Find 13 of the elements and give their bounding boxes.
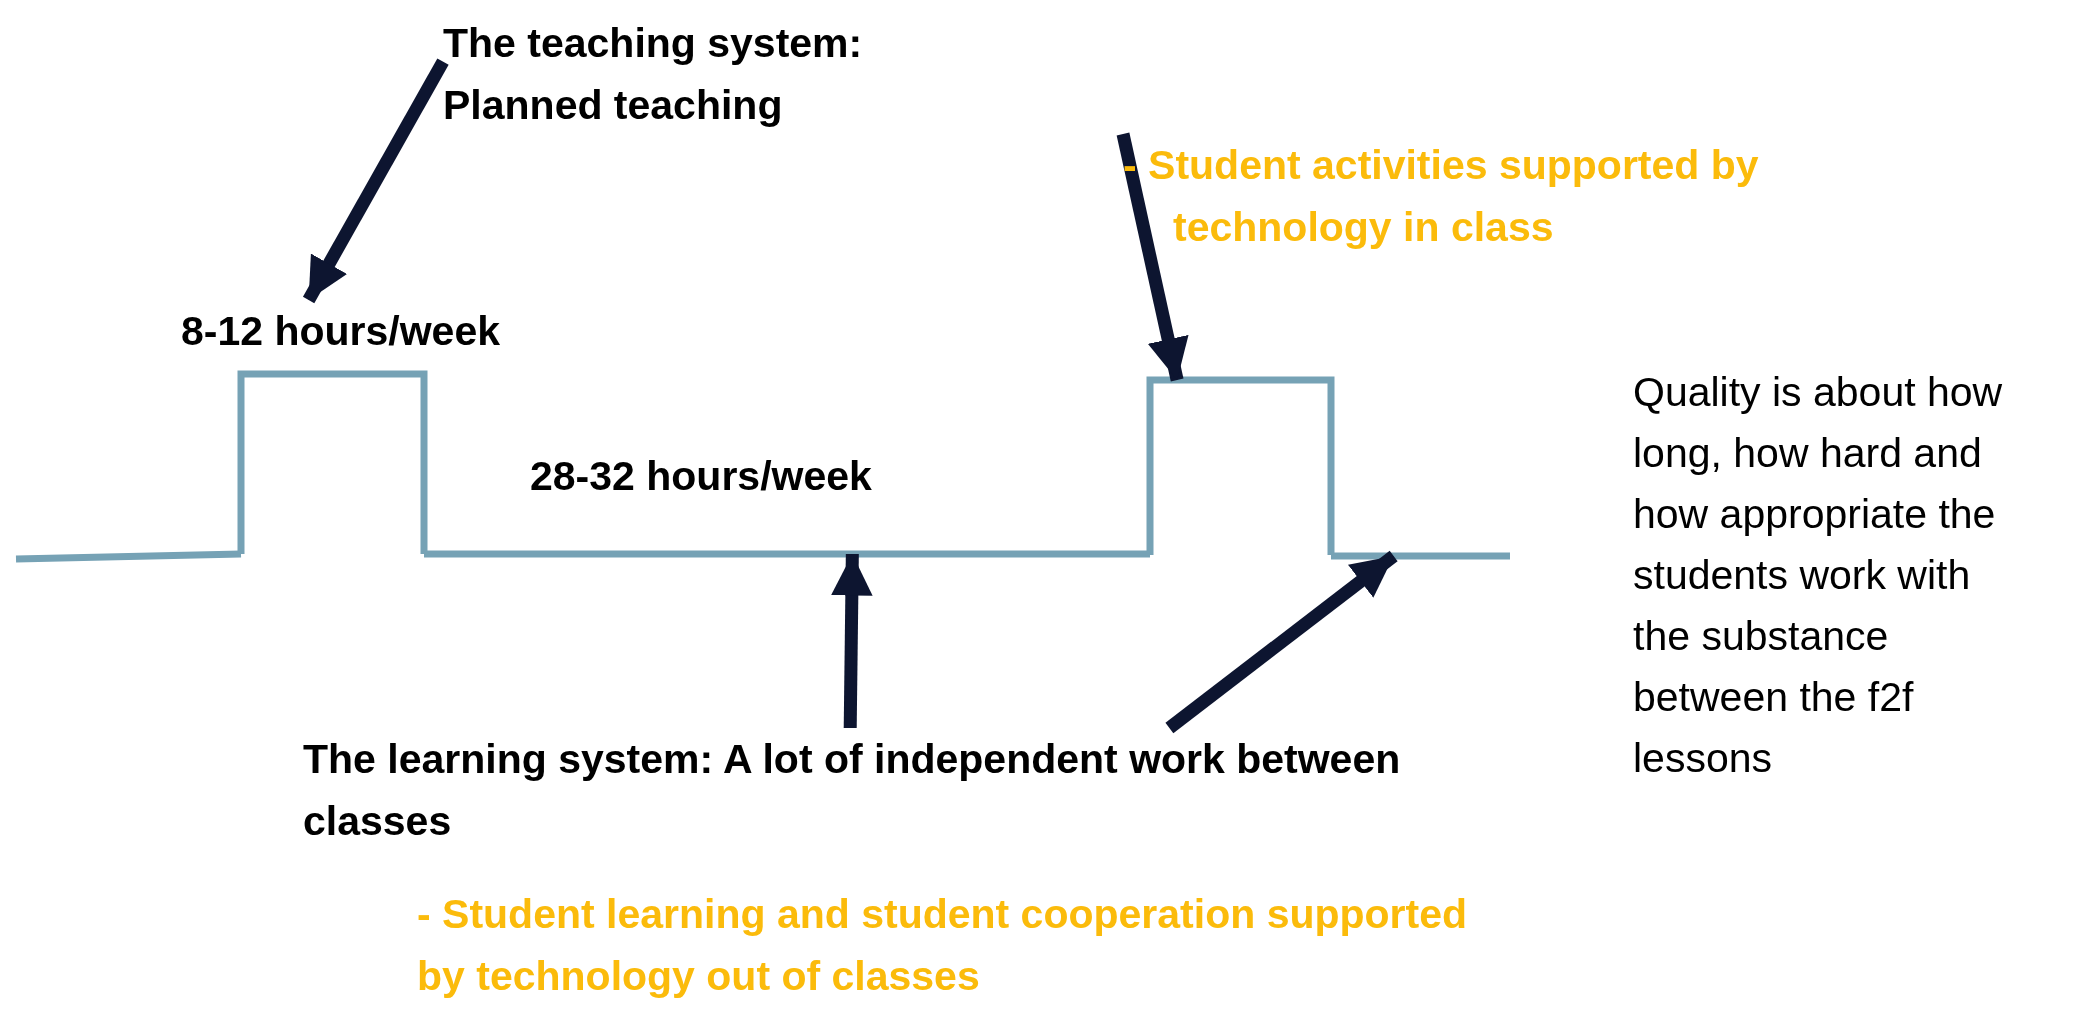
note-text: Quality is about how long, how hard and how appropriate the students work with the substance between the f2f lessons [1633,368,2003,783]
caption-text: The learning system: A lot of independent work between classes [303,728,1443,852]
arrow [302,58,449,304]
arrow [1165,550,1398,734]
caption-text: - Student activities supported by technology in class [1123,134,1953,258]
arrow [831,553,873,729]
note-text: - Student learning and student cooperation supported by technology out of classes [417,890,1469,1001]
arrow [1116,132,1189,382]
pulse-line [1146,376,1335,555]
duration-label: 28-32 hours/week [530,452,872,501]
line-segment [424,550,1150,558]
caption-text: 8-12 hours/week [181,300,501,362]
caption-text: The teaching system: Planned teaching [443,12,1003,136]
